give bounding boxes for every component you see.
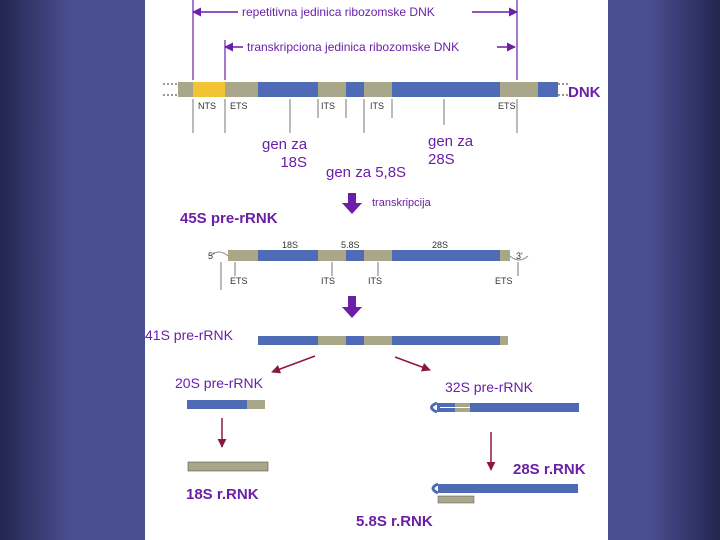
dna-bar bbox=[163, 82, 570, 97]
pre45-bar bbox=[209, 250, 529, 261]
pre45-label-ets-right: ETS bbox=[495, 276, 513, 286]
pre45-label-its-1: ITS bbox=[321, 276, 336, 286]
r28-title: 28S r.RNK bbox=[513, 461, 586, 478]
dna-ticks bbox=[192, 99, 518, 133]
r28-bar bbox=[431, 482, 578, 495]
pre45-title: 45S pre-rRNK bbox=[180, 210, 278, 227]
transcription-unit-label: transkripciona jedinica ribozomske DNK bbox=[247, 40, 460, 54]
r18-title: 18S r.RNK bbox=[186, 486, 259, 503]
r58-title: 5.8S r.RNK bbox=[356, 513, 433, 530]
split-arrow-left bbox=[271, 355, 316, 374]
r18-bar bbox=[187, 461, 269, 472]
pre45-five-prime: 5' bbox=[208, 251, 215, 261]
split-arrow-right bbox=[394, 356, 431, 372]
gene-18s-label: gen za 18S bbox=[262, 136, 308, 171]
dna-label-ets-right: ETS bbox=[498, 101, 516, 111]
pre45-ticks bbox=[220, 262, 519, 290]
pre20-title: 20S pre-rRNK bbox=[175, 375, 263, 391]
pre45-label-58s: 5.8S bbox=[341, 240, 360, 250]
pre45-three-prime: 3' bbox=[516, 251, 523, 261]
pre45-label-18s: 18S bbox=[282, 240, 299, 250]
gene-58s-label: gen za 5,8S bbox=[326, 164, 407, 181]
dna-label-ets-left: ETS bbox=[230, 101, 248, 111]
dna-label-nts: NTS bbox=[198, 101, 216, 111]
pre45-label-ets-left: ETS bbox=[230, 276, 248, 286]
transcription-label: transkripcija bbox=[372, 197, 431, 209]
pre32-bar bbox=[430, 401, 579, 414]
r58-bar bbox=[437, 495, 475, 504]
pre20-bar bbox=[187, 400, 265, 409]
pre45-label-its-2: ITS bbox=[368, 276, 383, 286]
pre41-bar bbox=[258, 336, 508, 345]
pre45-label-28s: 28S bbox=[432, 240, 449, 250]
transcription-arrow bbox=[342, 193, 362, 214]
repeat-unit-label: repetitivna jedinica ribozomske DNK bbox=[242, 5, 435, 19]
dna-label-its-1: ITS bbox=[321, 101, 336, 111]
processing-arrow bbox=[342, 296, 362, 318]
dnk-label: DNK bbox=[568, 84, 601, 101]
gene-28s-label: gen za 28S bbox=[428, 133, 474, 168]
dna-label-its-2: ITS bbox=[370, 101, 385, 111]
pre32-title: 32S pre-rRNK bbox=[445, 379, 533, 395]
pre41-title: 41S pre-rRNK bbox=[145, 327, 233, 343]
